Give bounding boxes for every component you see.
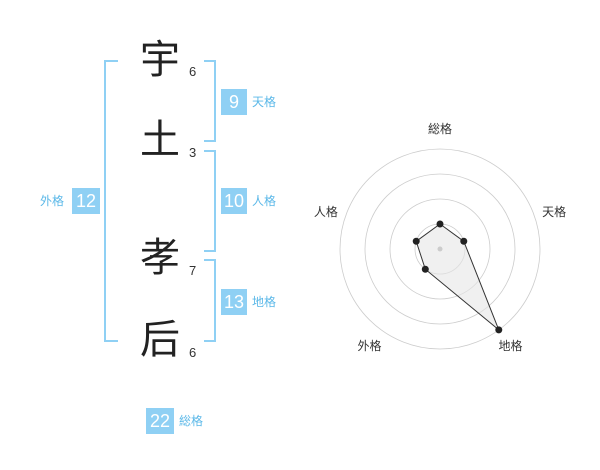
- gaikaku-bracket: [104, 60, 118, 342]
- soukaku-value: 22: [146, 408, 174, 434]
- gaikaku-label: 外格: [40, 194, 65, 208]
- radar-point: [460, 237, 468, 245]
- radar-point: [412, 237, 420, 245]
- jinkaku-label: 人格: [252, 194, 277, 208]
- radar-series-polygon: [415, 223, 500, 331]
- radar-point: [436, 220, 444, 228]
- radar-axis-label: 地格: [499, 338, 523, 353]
- soukaku-label: 総格: [179, 414, 204, 428]
- radar-axis-label: 外格: [357, 338, 381, 353]
- radar-ring: [389, 198, 491, 300]
- chikaku-label: 地格: [252, 295, 277, 309]
- name-char-3: 孝: [140, 235, 180, 281]
- jinkaku-bracket: [204, 150, 216, 252]
- stroke-count-3: 7: [189, 263, 197, 278]
- gaikaku-value: 12: [72, 188, 100, 214]
- tenkaku-value: 9: [221, 89, 247, 115]
- jinkaku-value: 10: [221, 188, 247, 214]
- chikaku-bracket: [204, 259, 216, 342]
- radar-point: [421, 265, 429, 273]
- chikaku-value: 13: [221, 289, 247, 315]
- radar-center-point: [437, 246, 443, 252]
- radar-point: [495, 326, 503, 334]
- tenkaku-bracket: [204, 60, 216, 142]
- name-char-1: 宇: [140, 37, 180, 83]
- name-char-2: 土: [140, 117, 180, 163]
- name-char-4: 后: [140, 317, 180, 363]
- stroke-count-2: 3: [189, 145, 197, 160]
- tenkaku-label: 天格: [252, 95, 277, 109]
- radar-ring: [339, 148, 541, 350]
- radar-axis-label: 天格: [542, 204, 566, 219]
- radar-axis-label: 人格: [314, 204, 338, 219]
- radar-ring: [364, 173, 516, 325]
- stroke-count-1: 6: [189, 64, 197, 79]
- radar-axis-label: 総格: [428, 121, 452, 136]
- stroke-count-4: 6: [189, 345, 197, 360]
